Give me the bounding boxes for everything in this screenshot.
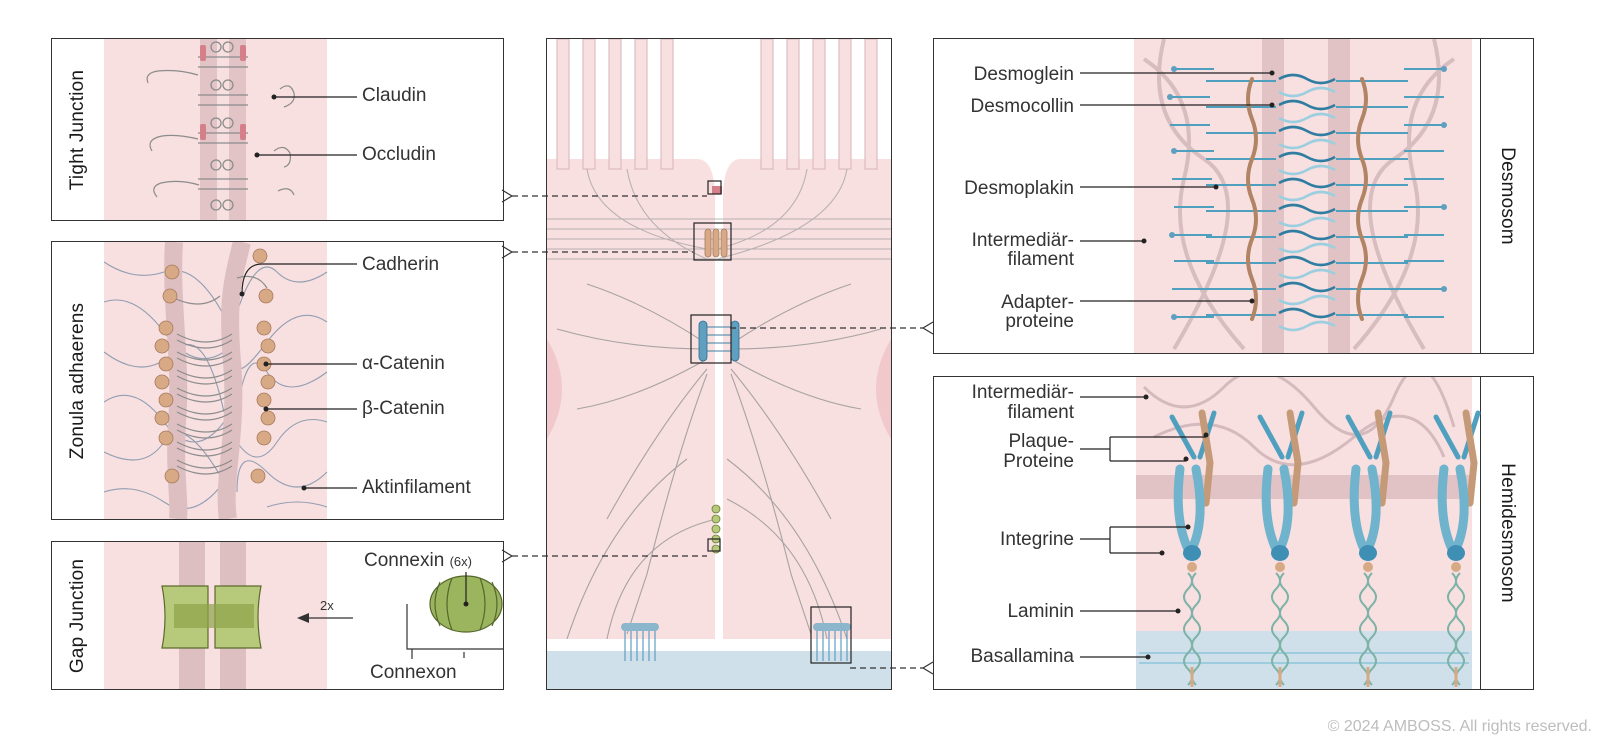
zonula-adhaerens-panel: Zonula adhaerens bbox=[51, 241, 504, 520]
hemidesmosom-panel: Hemidesmosom Intermediär- filament Plaqu… bbox=[933, 376, 1534, 690]
connector-hemidesmosom bbox=[921, 661, 934, 675]
hemidesmosom-tab: Hemidesmosom bbox=[1480, 377, 1533, 689]
label-plaqueproteine-line1: Plaque- bbox=[1008, 431, 1075, 452]
label-alpha-catenin: α-Catenin bbox=[362, 353, 445, 374]
hemidesmosome-units bbox=[1169, 409, 1481, 687]
label-cadherin: Cadherin bbox=[362, 254, 440, 275]
label-hemi-intermediarfilament-line2: filament bbox=[1007, 402, 1074, 423]
label-occludin: Occludin bbox=[362, 144, 436, 165]
label-beta-catenin: β-Catenin bbox=[362, 398, 445, 419]
hemidesmosome-unit bbox=[1257, 409, 1305, 687]
epithelium-illustration bbox=[547, 39, 891, 689]
label-desmocollin: Desmocollin bbox=[970, 96, 1074, 117]
desmosom-tab: Desmosom bbox=[1480, 39, 1533, 353]
label-multiplier: 2x bbox=[320, 598, 334, 613]
label-intermediarfilament-line2: filament bbox=[1007, 249, 1074, 270]
epithelium-overview bbox=[546, 38, 892, 690]
desmosom-panel: Desmosom Desmogl bbox=[933, 38, 1534, 354]
hemidesmosome-unit bbox=[1433, 409, 1481, 687]
label-adapterproteine-line2: proteine bbox=[1005, 311, 1074, 332]
gap-junction-panel: Gap Junction Connexin (6x) Connexon 2x bbox=[51, 541, 504, 690]
label-claudin: Claudin bbox=[362, 85, 427, 106]
connector-desmosom bbox=[921, 321, 934, 335]
label-desmoglein: Desmoglein bbox=[973, 64, 1074, 85]
label-connexin: Connexin (6x) bbox=[364, 551, 472, 570]
tight-junction-panel: Tight Junction Claudin Occl bbox=[51, 38, 504, 221]
gap-junction-illustration bbox=[104, 542, 503, 689]
tight-junction-illustration bbox=[104, 39, 357, 220]
hemidesmosome-unit bbox=[1169, 409, 1217, 687]
copyright-notice: © 2024 AMBOSS. All rights reserved. bbox=[1327, 718, 1592, 735]
hemidesmosom-illustration bbox=[1080, 377, 1481, 689]
zonula-adhaerens-illustration bbox=[103, 242, 357, 519]
label-desmoplakin: Desmoplakin bbox=[964, 178, 1074, 199]
desmosom-illustration bbox=[1080, 39, 1472, 353]
label-laminin: Laminin bbox=[1007, 601, 1074, 622]
label-integrine: Integrine bbox=[1000, 529, 1074, 550]
label-intermediarfilament-line1: Intermediär- bbox=[971, 230, 1074, 251]
connexin-count: (6x) bbox=[449, 554, 472, 569]
label-aktinfilament: Aktinfilament bbox=[362, 477, 471, 498]
label-adapterproteine-line1: Adapter- bbox=[1001, 292, 1074, 313]
connexin-text: Connexin bbox=[364, 550, 445, 571]
label-basallamina: Basallamina bbox=[970, 646, 1075, 667]
label-connexon: Connexon bbox=[370, 662, 457, 683]
label-hemi-intermediarfilament-line1: Intermediär- bbox=[971, 382, 1074, 403]
label-plaqueproteine-line2: Proteine bbox=[1003, 451, 1074, 472]
hemidesmosome-unit bbox=[1345, 409, 1393, 687]
